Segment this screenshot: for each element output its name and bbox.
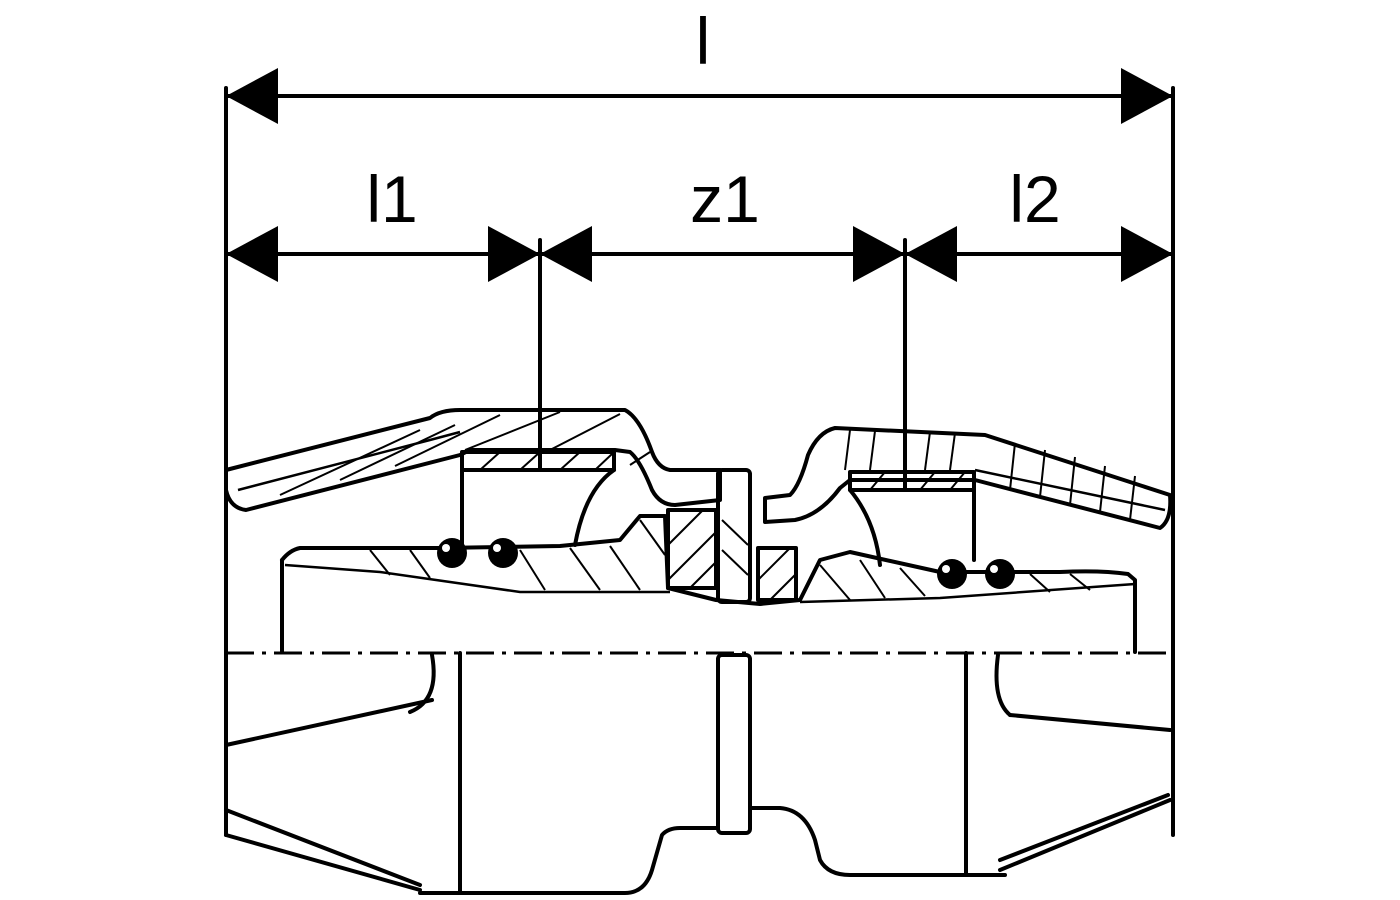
arrowhead — [488, 226, 540, 282]
dimension-label-middle: z1 — [690, 162, 760, 236]
right-chamber — [848, 488, 976, 567]
right-spacer-hatching — [757, 547, 797, 601]
right-sleeve-hatching — [844, 429, 1136, 521]
left-grip-ring-hatching — [479, 451, 613, 471]
insert-body-inner-line — [284, 563, 1136, 604]
insert-body-hatching — [369, 519, 1091, 601]
o-ring-left-1 — [437, 538, 467, 568]
arrowhead — [1121, 226, 1173, 282]
o-ring-right-1 — [937, 559, 967, 589]
o-ring-highlight — [442, 544, 450, 552]
arrowhead — [540, 226, 592, 282]
upper-section-view — [224, 408, 1173, 654]
right-grip-ring-hatching — [869, 471, 966, 491]
arrowhead — [905, 226, 957, 282]
arrowhead — [1121, 68, 1173, 124]
arrowhead — [226, 226, 278, 282]
dimension-lines — [224, 68, 1175, 837]
right-shoulder-curve — [994, 653, 1012, 717]
center-body-stop — [716, 468, 752, 604]
left-spacer-hatching — [667, 509, 717, 589]
o-ring-highlight — [942, 565, 950, 573]
left-end-cone — [224, 698, 434, 892]
left-chamber — [460, 468, 616, 550]
arrowhead — [226, 68, 278, 124]
left-sleeve-hatching — [279, 411, 651, 496]
dimension-label-left: l1 — [366, 162, 417, 236]
center-body-stop-hatching — [721, 519, 749, 576]
o-ring-highlight — [990, 565, 998, 573]
right-body-bottom — [748, 806, 1007, 877]
o-rings — [437, 538, 1015, 589]
dimension-label-right: l2 — [1009, 162, 1060, 236]
right-grip-ring — [848, 470, 976, 492]
right-end-cone — [998, 713, 1172, 872]
left-sleeve-outline — [224, 408, 722, 512]
o-ring-left-2 — [488, 538, 518, 568]
insert-body-outline — [280, 514, 1137, 654]
right-sleeve-inner-line — [974, 468, 1166, 512]
left-body-bottom — [418, 826, 720, 895]
arrowhead — [853, 226, 905, 282]
left-grip-ring — [460, 450, 616, 472]
left-sleeve-inner-line — [237, 430, 461, 492]
lower-exterior-view — [224, 651, 1172, 895]
o-ring-right-2 — [985, 559, 1015, 589]
right-sleeve-outline — [763, 426, 1173, 530]
center-stop-lower — [716, 653, 752, 835]
o-ring-highlight — [493, 544, 501, 552]
dimension-label-overall: l — [696, 4, 711, 78]
left-shoulder-curve — [408, 653, 436, 714]
